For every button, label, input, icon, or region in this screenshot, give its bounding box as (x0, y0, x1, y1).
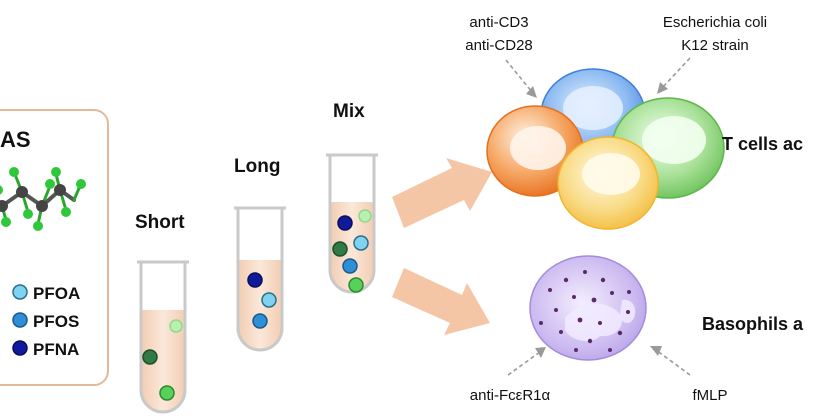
t-cell-cluster (486, 68, 725, 230)
pfas-box: AS (0, 109, 109, 386)
legend-pfos: PFOS (33, 312, 79, 331)
pfoa-dot (12, 284, 28, 300)
stimulus-arrowheads (526, 82, 668, 358)
particle (353, 235, 369, 251)
particle (342, 258, 358, 274)
particle (169, 319, 183, 333)
legend-pfoa: PFOA (33, 284, 80, 303)
pfos-dot (12, 312, 28, 328)
stimulus-fmlp: fMLP (692, 387, 727, 404)
tube-mix-label: Mix (333, 101, 365, 122)
particle (247, 272, 263, 288)
particle (159, 385, 175, 401)
stimulus-e-coli: Escherichia coli (663, 14, 767, 31)
tube-short-label: Short (135, 212, 185, 233)
particle (337, 215, 353, 231)
basophil-cell (529, 255, 647, 361)
legend-pfna: PFNA (33, 340, 79, 359)
stimulus-arrows (505, 57, 691, 376)
stimulus-anti-fceri-alpha: anti-FcεR1α (470, 387, 551, 404)
stimulus-k12-strain: K12 strain (681, 37, 749, 54)
pfas-legend: PFOA PFOS PFNA (12, 284, 80, 359)
tube-long-label: Long (234, 156, 280, 177)
outcome-t-cells: T cells ac (722, 134, 803, 154)
particle (142, 349, 158, 365)
outcome-basophils: Basophils a (702, 314, 804, 334)
arrow-to-basophils (392, 268, 490, 335)
arrow-to-t-cells (392, 158, 492, 228)
particle (348, 277, 364, 293)
particle (252, 313, 268, 329)
stimulus-anti-cd28: anti-CD28 (465, 37, 533, 54)
particle (332, 241, 348, 257)
tube-short: Short (135, 212, 189, 414)
particle (358, 209, 372, 223)
pfna-dot (12, 340, 28, 356)
particle (261, 292, 277, 308)
pfas-title: AS (0, 127, 31, 152)
tube-mix: Mix (326, 101, 378, 294)
pfas-molecule-icon (0, 167, 86, 231)
tube-long: Long (234, 156, 286, 352)
arrows (392, 158, 492, 335)
stimulus-anti-cd3: anti-CD3 (469, 14, 528, 31)
